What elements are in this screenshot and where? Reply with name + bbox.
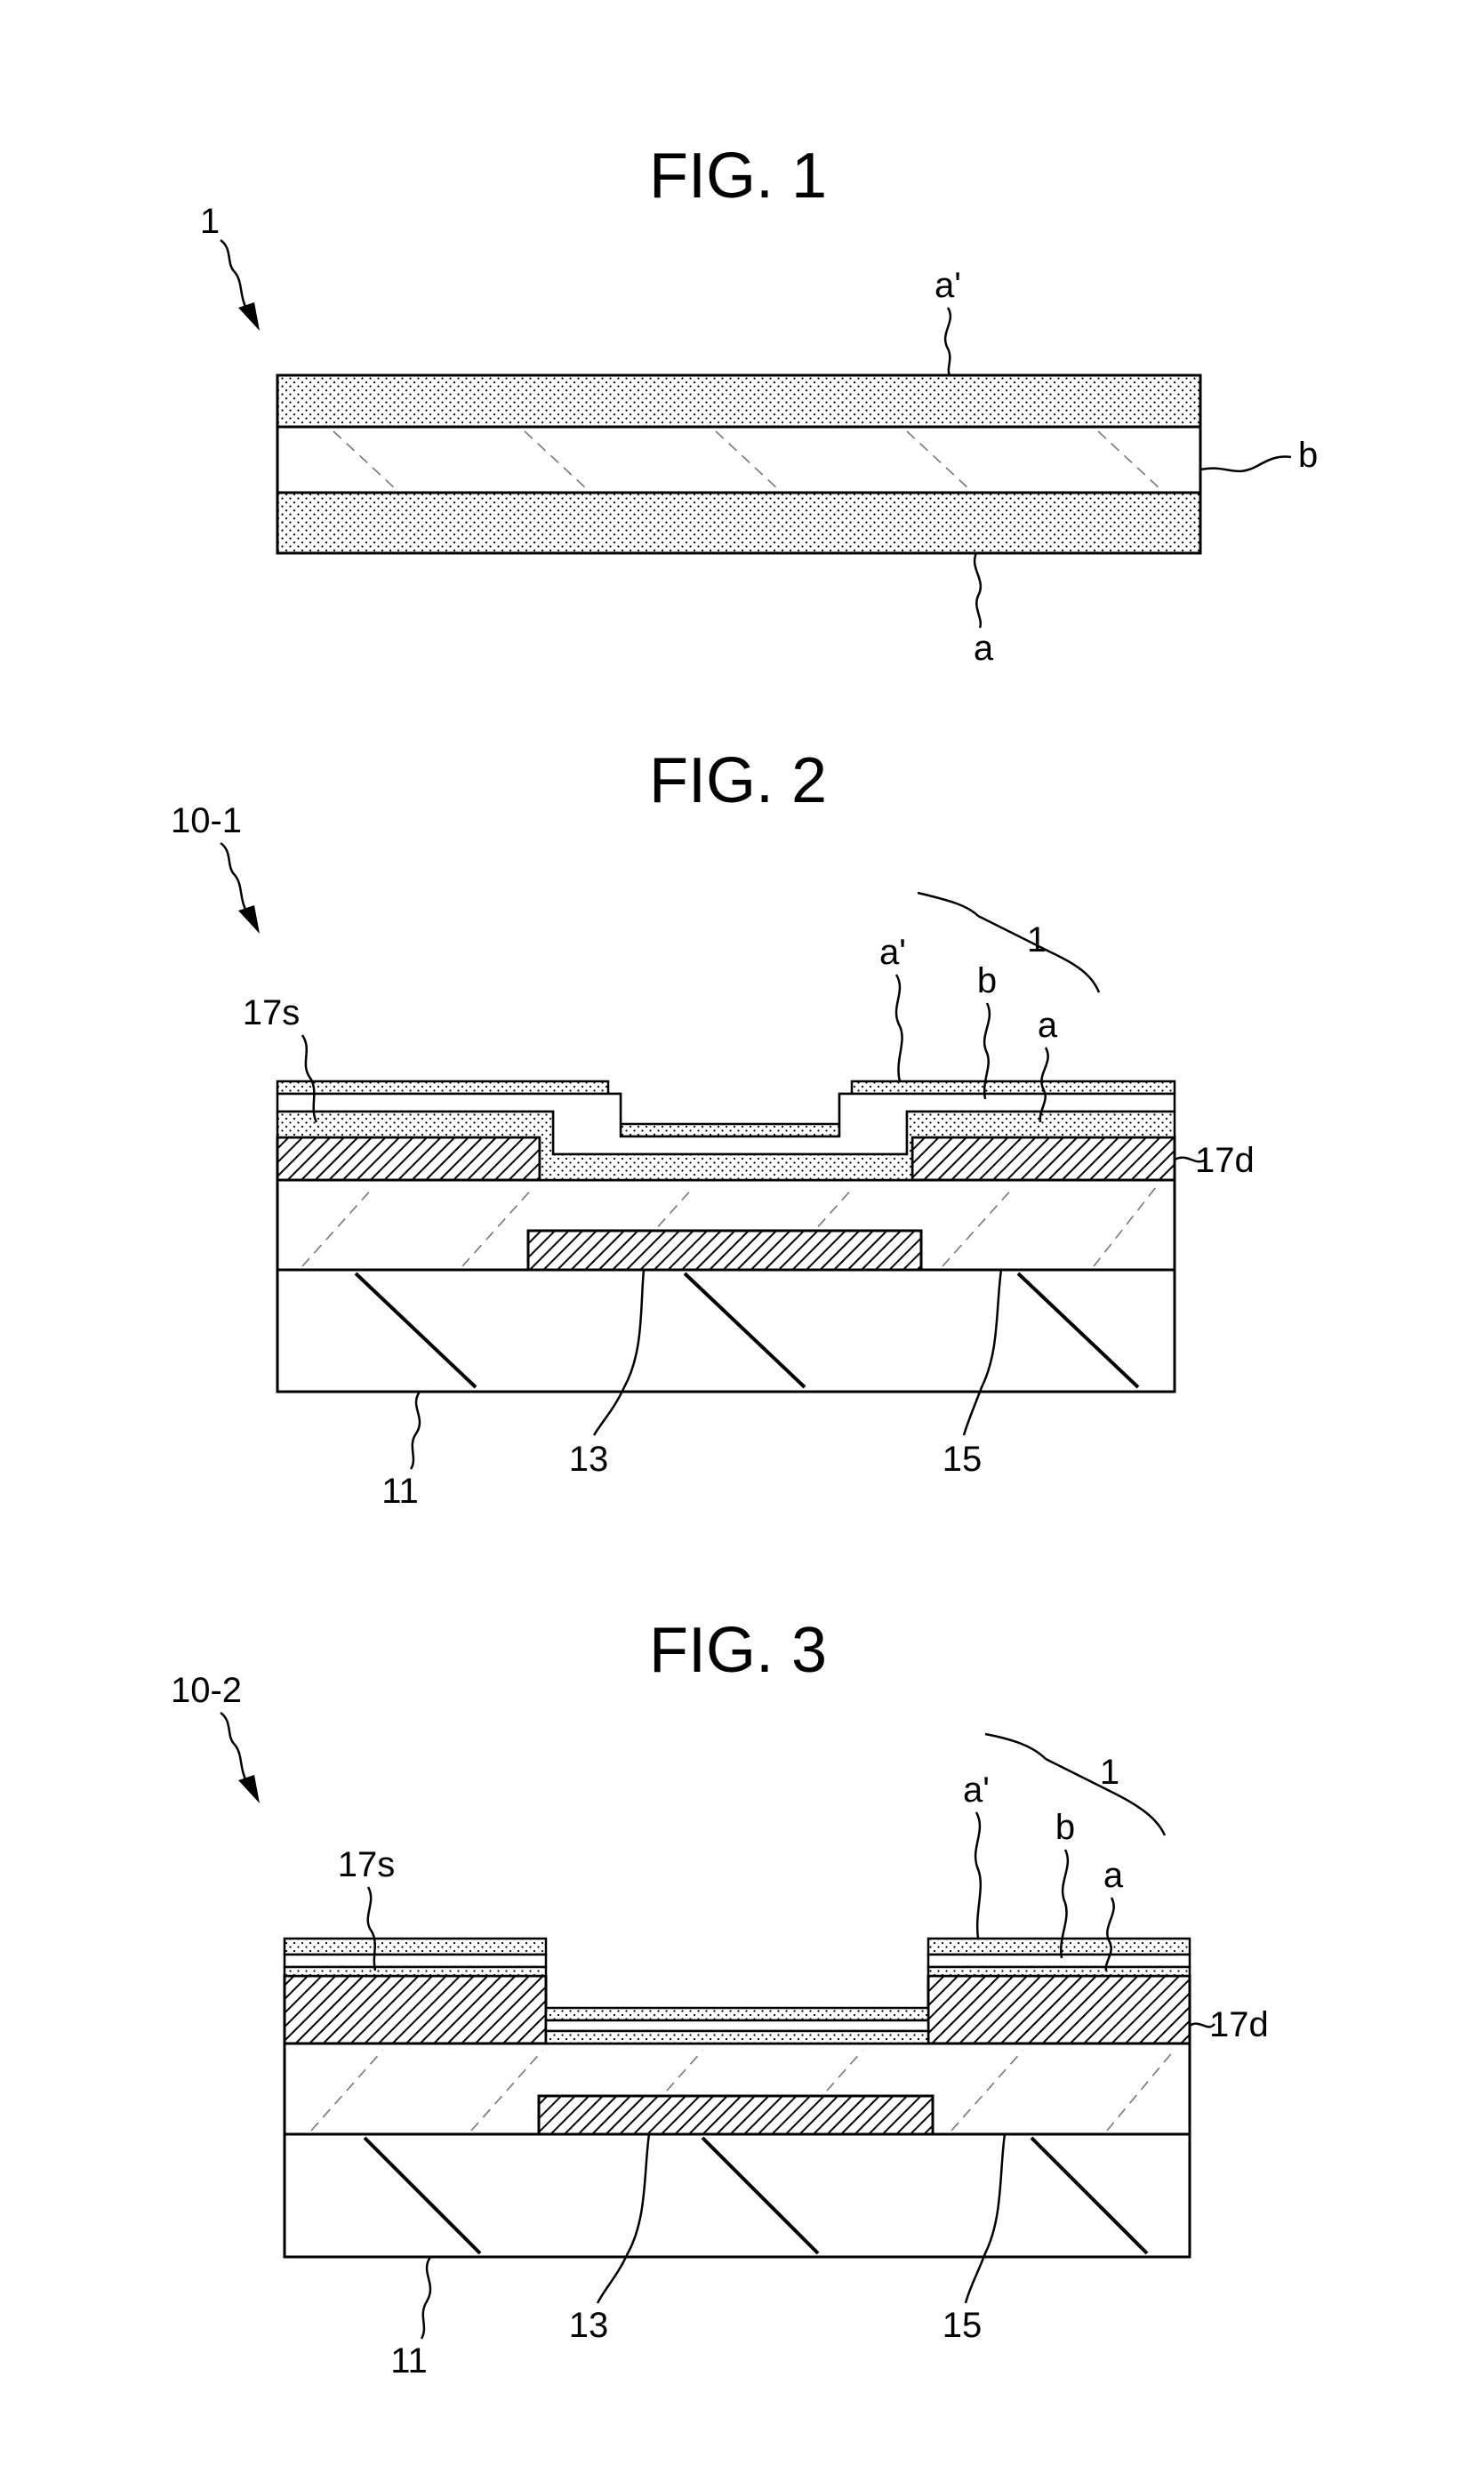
label-b: b xyxy=(1298,436,1318,475)
stack-in-channel xyxy=(546,2008,928,2043)
source-electrode xyxy=(277,1137,540,1180)
device-label: 10-1 xyxy=(171,801,242,840)
layer-a xyxy=(285,1967,546,1976)
leader-a-prime xyxy=(896,975,902,1081)
layer-stack xyxy=(277,375,1200,553)
device-reference-1: 1 xyxy=(200,202,260,331)
leader-a-prime xyxy=(945,308,951,375)
label-a: a xyxy=(1103,1856,1124,1895)
leader-substrate xyxy=(411,1392,420,1469)
figure-3: FIG. 3 10-2 xyxy=(171,1615,1269,2381)
layer-a-prime xyxy=(277,375,1200,427)
label-a: a xyxy=(974,629,994,668)
device-reference-10-1: 10-1 xyxy=(171,801,260,934)
device-label: 10-2 xyxy=(171,1671,242,1710)
layer-a-prime xyxy=(285,1939,546,1955)
label-source: 17s xyxy=(338,1845,396,1884)
device-label: 1 xyxy=(200,202,220,241)
source-electrode xyxy=(285,1976,546,2043)
label-insulator: 15 xyxy=(943,1440,983,1479)
drain-electrode xyxy=(928,1976,1190,2043)
stack-on-drain xyxy=(928,1939,1190,1976)
label-a-prime: a' xyxy=(879,933,906,972)
device-reference-10-2: 10-2 xyxy=(171,1671,260,1803)
layer-b xyxy=(285,1955,546,1967)
label-gate: 13 xyxy=(569,1440,609,1479)
figure-1-title: FIG. 1 xyxy=(649,141,827,212)
layer-b xyxy=(277,427,1200,493)
label-b: b xyxy=(1055,1808,1075,1847)
layer-b xyxy=(928,1955,1190,1967)
layer-a xyxy=(546,2031,928,2043)
label-source: 17s xyxy=(243,993,301,1032)
device-arrow-head xyxy=(238,1775,260,1803)
leader-b xyxy=(1200,456,1291,470)
layer-a-prime xyxy=(546,2008,928,2020)
layer-b xyxy=(546,2020,928,2031)
stack-on-source xyxy=(285,1939,546,1976)
label-a: a xyxy=(1038,1006,1058,1045)
label-gate: 13 xyxy=(569,2306,609,2345)
device-arrow-shaft xyxy=(221,843,249,916)
drain-electrode xyxy=(912,1137,1175,1180)
label-b: b xyxy=(977,961,997,1000)
figure-2: FIG. 2 10-1 xyxy=(171,745,1255,1511)
label-substrate: 11 xyxy=(390,2341,428,2381)
gate-electrode xyxy=(539,2096,933,2134)
stack-bracket xyxy=(918,893,1099,992)
device-arrow-head xyxy=(238,302,260,331)
label-substrate: 11 xyxy=(381,1472,419,1511)
leader-a-prime xyxy=(975,1812,981,1939)
figure-3-title: FIG. 3 xyxy=(649,1615,827,1686)
label-drain: 17d xyxy=(1209,2005,1269,2044)
leader-substrate xyxy=(421,2257,430,2339)
layer-a xyxy=(277,493,1200,553)
label-stack: 1 xyxy=(1100,1753,1119,1792)
label-insulator: 15 xyxy=(943,2306,983,2345)
figure-2-title: FIG. 2 xyxy=(649,745,827,816)
label-stack: 1 xyxy=(1027,920,1047,959)
label-a-prime: a' xyxy=(935,266,961,305)
substrate xyxy=(277,1270,1175,1392)
gate-electrode xyxy=(528,1231,921,1270)
device-arrow-head xyxy=(238,905,260,934)
label-a-prime: a' xyxy=(963,1770,990,1810)
figure-1: FIG. 1 1 a' b a xyxy=(200,141,1318,668)
layer-a xyxy=(928,1967,1190,1976)
leader-a xyxy=(975,553,981,628)
device-arrow-shaft xyxy=(221,240,249,313)
device-arrow-shaft xyxy=(221,1713,249,1786)
layer-a-prime xyxy=(928,1939,1190,1955)
